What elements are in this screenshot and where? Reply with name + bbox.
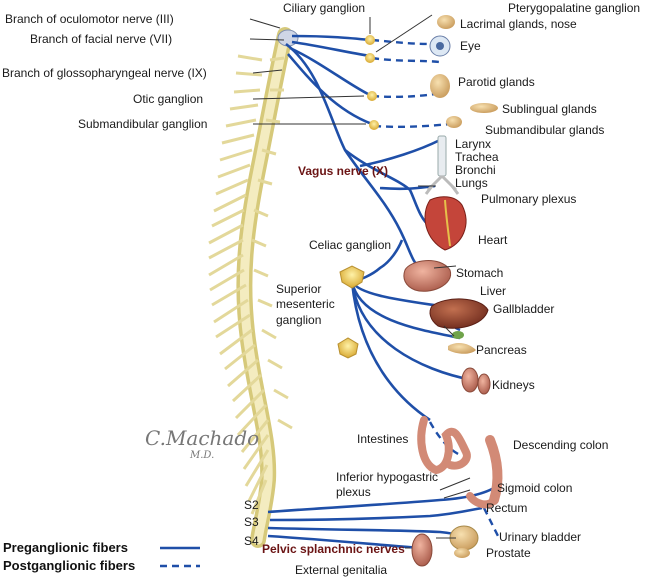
label-s2: S2 bbox=[244, 498, 259, 512]
lacrimal-shape bbox=[437, 15, 455, 29]
preganglionic-fibers bbox=[267, 34, 501, 550]
label-mesenteric: mesenteric bbox=[276, 297, 335, 311]
label-prostate: Prostate bbox=[486, 546, 531, 560]
leader-lines bbox=[249, 14, 471, 549]
label-vagus: Vagus nerve (X) bbox=[298, 164, 388, 178]
signature-md: M.D. bbox=[189, 450, 214, 461]
label-rectum: Rectum bbox=[486, 501, 527, 515]
submandibular-shape bbox=[446, 116, 462, 128]
descending-colon-shape bbox=[485, 435, 503, 505]
label-pterygopalatine: Pterygopalatine ganglion bbox=[508, 1, 640, 15]
label-pancreas: Pancreas bbox=[476, 343, 527, 357]
gallbladder-shape bbox=[452, 331, 464, 339]
label-oculomotor: Branch of oculomotor nerve (III) bbox=[5, 12, 174, 26]
label-glossopharyngeal: Branch of glossopharyngeal nerve (IX) bbox=[2, 66, 207, 80]
ganglia bbox=[337, 35, 379, 359]
label-trachea: Trachea bbox=[455, 150, 499, 164]
superior-mesenteric-ganglion-shape bbox=[337, 337, 359, 359]
sublingual-shape bbox=[470, 103, 498, 113]
heart-shape bbox=[424, 196, 467, 251]
label-plexus: plexus bbox=[336, 485, 371, 499]
sigmoid-shape bbox=[466, 492, 498, 509]
intestines-shape bbox=[417, 416, 471, 475]
label-lacrimal: Lacrimal glands, nose bbox=[460, 17, 577, 31]
label-genitalia: External genitalia bbox=[295, 563, 387, 577]
label-ciliary: Ciliary ganglion bbox=[283, 1, 365, 15]
label-parotid: Parotid glands bbox=[458, 75, 535, 89]
pancreas-shape bbox=[448, 343, 476, 354]
label-sigmoid: Sigmoid colon bbox=[497, 481, 572, 495]
label-bronchi: Bronchi bbox=[455, 163, 496, 177]
label-kidneys: Kidneys bbox=[492, 378, 535, 392]
celiac-ganglion-shape bbox=[339, 265, 365, 289]
label-intestines: Intestines bbox=[357, 432, 408, 446]
label-superior: Superior bbox=[276, 282, 321, 296]
legend: Preganglionic fibers Postganglionic fibe… bbox=[3, 540, 200, 573]
label-descending-colon: Descending colon bbox=[513, 438, 608, 452]
label-heart: Heart bbox=[478, 233, 508, 247]
organs bbox=[403, 15, 503, 567]
label-s3: S3 bbox=[244, 515, 259, 529]
trachea-shape bbox=[437, 135, 447, 177]
pterygopalatine-ganglion-shape bbox=[365, 53, 375, 63]
label-sublingual: Sublingual glands bbox=[502, 102, 597, 116]
legend-postganglionic-label: Postganglionic fibers bbox=[3, 558, 135, 573]
label-bladder: Urinary bladder bbox=[499, 530, 581, 544]
label-larynx: Larynx bbox=[455, 137, 491, 151]
label-ganglion: ganglion bbox=[276, 313, 321, 327]
label-lungs: Lungs bbox=[455, 176, 488, 190]
label-liver: Liver bbox=[480, 284, 506, 298]
genitalia-shape bbox=[411, 533, 433, 567]
label-submandibular-glands: Submandibular glands bbox=[485, 123, 604, 137]
label-inferior-hypogastric: Inferior hypogastric bbox=[336, 470, 438, 484]
label-submandibular-ganglion: Submandibular ganglion bbox=[78, 117, 207, 131]
kidney-left bbox=[461, 367, 479, 393]
liver-shape bbox=[429, 298, 489, 329]
label-s4: S4 bbox=[244, 534, 259, 548]
label-pulmonary: Pulmonary plexus bbox=[481, 192, 576, 206]
label-otic: Otic ganglion bbox=[133, 92, 203, 106]
label-celiac: Celiac ganglion bbox=[309, 238, 391, 252]
legend-preganglionic-label: Preganglionic fibers bbox=[3, 540, 128, 555]
ciliary-ganglion-shape bbox=[365, 35, 375, 45]
label-pelvic-splanchnic: Pelvic splanchnic nerves bbox=[262, 542, 405, 556]
otic-ganglion-shape bbox=[367, 91, 377, 101]
stomach-shape bbox=[403, 260, 452, 292]
label-stomach: Stomach bbox=[456, 266, 503, 280]
submandibular-ganglion-shape bbox=[369, 120, 379, 130]
signature-name: C.Machado bbox=[145, 426, 259, 450]
label-gallbladder: Gallbladder bbox=[493, 302, 554, 316]
kidney-right bbox=[477, 373, 491, 395]
spinal-cord bbox=[208, 27, 299, 548]
parotid-shape bbox=[430, 74, 450, 98]
label-eye: Eye bbox=[460, 39, 481, 53]
label-facial: Branch of facial nerve (VII) bbox=[30, 32, 172, 46]
prostate-shape bbox=[454, 548, 470, 558]
